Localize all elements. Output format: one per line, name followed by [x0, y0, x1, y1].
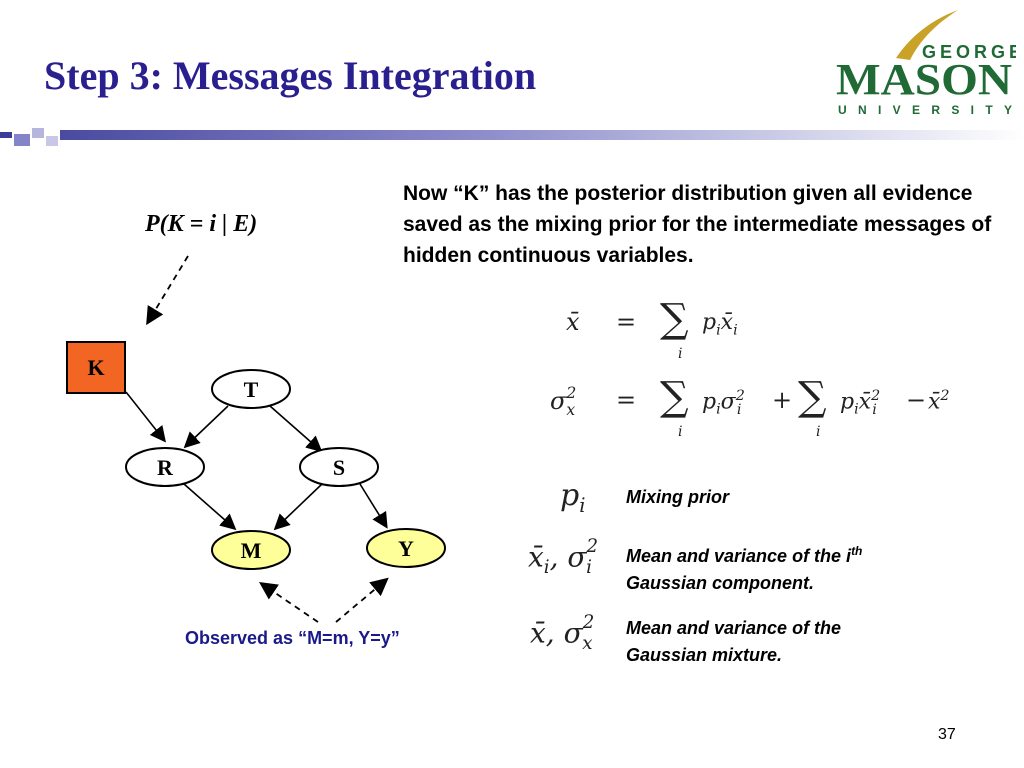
edge-s-to-m — [273, 483, 323, 531]
node-m-label: M — [241, 538, 262, 563]
title-underline-bar — [0, 128, 1024, 146]
logo-university-text: UNIVERSITY — [838, 103, 1012, 117]
edge-k-to-r — [125, 391, 166, 443]
logo-george-text: GEORGE — [922, 42, 1016, 62]
edge-t-to-s — [269, 405, 323, 453]
mean-formula: x̄ = ∑ i pix̄i — [566, 296, 738, 362]
node-k — [66, 341, 126, 394]
variance-formula: σ2x = ∑ i piσ2i + ∑ i pix̄2i − x̄2 — [550, 374, 950, 440]
dashed-arrow-obs-to-y — [335, 577, 389, 623]
george-mason-logo: GEORGE MASON UNIVERSITY — [836, 10, 1016, 117]
node-t-label: T — [244, 377, 259, 402]
legend-symbol-xbar-sigma-x: x̄, σ2x — [530, 612, 595, 654]
node-r — [125, 447, 205, 487]
legend-text-gaussian-mixture: Mean and variance of the Gaussian mixtur… — [626, 618, 842, 665]
legend-text-mixing-prior: Mixing prior — [626, 487, 729, 507]
node-k-label: K — [87, 355, 104, 380]
slide-title: Step 3: Messages Integration — [44, 53, 537, 98]
edge-r-to-m — [183, 483, 237, 531]
dashed-arrow-prob-to-k — [146, 255, 189, 326]
page-number: 37 — [938, 726, 956, 743]
node-m — [211, 530, 291, 570]
legend-text-gaussian-component: Mean and variance of the ith Gaussian co… — [626, 544, 863, 593]
node-y-label: Y — [398, 536, 414, 561]
logo-swoosh — [896, 10, 958, 60]
edge-s-to-y — [359, 483, 388, 529]
probability-label: P(K = i | E) — [145, 211, 258, 237]
node-y — [366, 528, 446, 568]
node-t — [211, 369, 291, 409]
legend-symbol-p: pi — [560, 478, 586, 517]
bayesian-network-diagram: K T R S M Y — [66, 255, 446, 623]
legend-symbol-xbar-sigma-i: x̄i, σ2i — [528, 536, 599, 578]
main-explanation-text: Now “K” has the posterior distribution g… — [403, 182, 992, 267]
node-s — [299, 447, 379, 487]
edge-t-to-r — [183, 405, 229, 449]
node-s-label: S — [333, 455, 345, 480]
node-r-label: R — [157, 455, 174, 480]
dashed-arrow-obs-to-m — [259, 581, 319, 623]
observed-label: Observed as “M=m, Y=y” — [185, 628, 400, 648]
formula-mean-xbar: x̄ — [566, 308, 580, 336]
logo-mason-text: MASON — [836, 55, 1012, 104]
